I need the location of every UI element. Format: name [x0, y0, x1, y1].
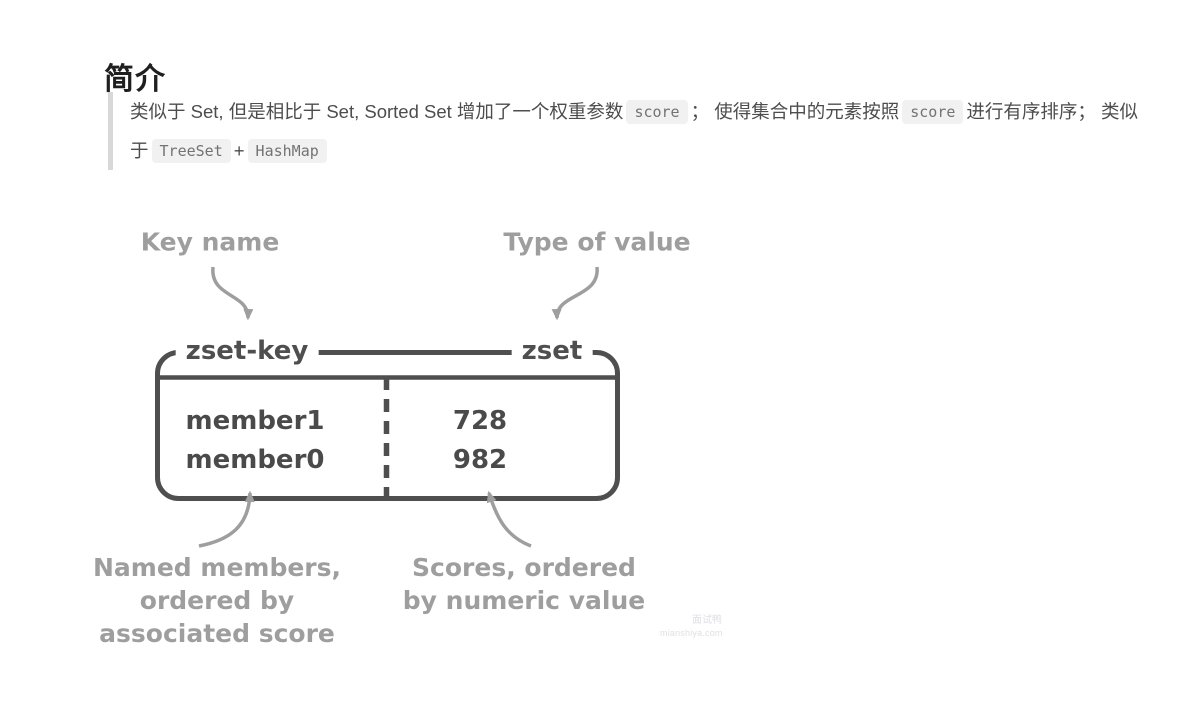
scores-line: by numeric value — [402, 586, 646, 615]
zset-type-tag: zset — [511, 336, 593, 366]
quote-text: + — [233, 140, 245, 161]
site-watermark: 面试鸭 mianshiya.com — [660, 614, 722, 640]
score-cell: 728 — [452, 406, 508, 436]
type-of-value-label: Type of value — [503, 227, 691, 257]
key-name-arrow — [211, 266, 254, 321]
member-cell: member0 — [185, 445, 325, 475]
watermark-url: mianshiya.com — [660, 628, 723, 638]
inline-code-hashmap: HashMap — [247, 139, 327, 163]
named-members-line: associated score — [99, 619, 335, 648]
named-members-line: ordered by — [139, 586, 295, 615]
inline-code-score-2: score — [902, 100, 964, 124]
score-cell: 982 — [452, 445, 508, 475]
zset-key-tag: zset-key — [175, 336, 319, 366]
key-name-label: Key name — [140, 227, 280, 257]
scores-line: Scores, ordered — [412, 553, 636, 582]
inline-code-score-1: score — [626, 100, 688, 124]
scores-label: Scores, ordered by numeric value — [403, 551, 645, 617]
watermark-logo-text: 面试鸭 — [692, 615, 722, 626]
quote-text: 类似于 Set, 但是相比于 Set, Sorted Set 增加了一个权重参数 — [130, 101, 624, 122]
quote-text: 进行有序排序； 类似于 — [130, 101, 1139, 161]
quote-text: ； 使得集合中的元素按照 — [690, 101, 900, 122]
type-of-value-arrow — [551, 266, 599, 321]
named-members-line: Named members, — [92, 553, 342, 582]
intro-blockquote: 类似于 Set, 但是相比于 Set, Sorted Set 增加了一个权重参数… — [108, 92, 1152, 170]
inline-code-treeset: TreeSet — [151, 139, 231, 163]
named-members-label: Named members, ordered by associated sco… — [93, 551, 341, 650]
member-cell: member1 — [185, 406, 325, 436]
scores-arrow — [486, 490, 532, 548]
page-title: 简介 — [104, 63, 166, 97]
named-members-arrow — [198, 490, 255, 548]
